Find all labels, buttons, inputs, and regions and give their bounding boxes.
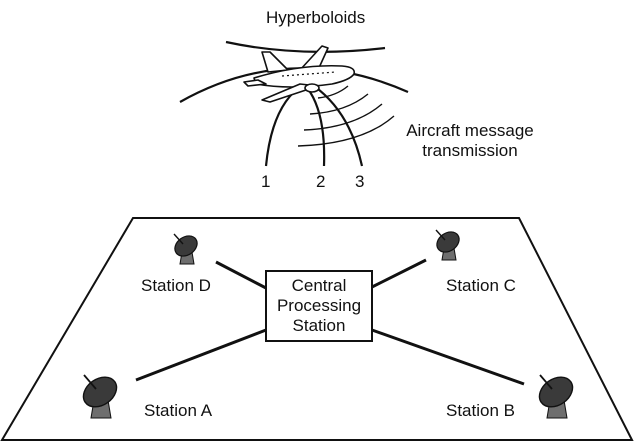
satellite-dish-d-icon <box>173 233 198 265</box>
hyperboloid-arc-outer <box>225 40 386 53</box>
satellite-dish-c-icon <box>435 229 460 261</box>
station-links <box>135 258 525 386</box>
diagram-title: Hyperboloids <box>266 8 366 27</box>
link-station-a <box>135 328 267 382</box>
aircraft-icon <box>243 45 356 103</box>
transmission-label-line-1: Aircraft message <box>406 121 534 140</box>
station-c-label: Station C <box>446 276 516 295</box>
central-processing-line-3: Station <box>292 316 346 335</box>
hyperboloid-number-2: 2 <box>316 172 326 191</box>
station-d-label: Station D <box>141 276 211 295</box>
link-station-c <box>371 258 427 289</box>
satellite-dish-a-icon <box>82 374 118 419</box>
ground-plane <box>0 217 634 441</box>
transmission-waves <box>297 85 395 147</box>
central-processing-box <box>265 270 373 342</box>
satellite-dish-b-icon <box>538 374 574 419</box>
hyperboloid-number-3: 3 <box>355 172 365 191</box>
transmission-label: Aircraft message transmission <box>390 121 550 161</box>
link-station-d <box>215 260 267 290</box>
transmission-label-line-2: transmission <box>422 141 518 160</box>
hyperboloid-3 <box>313 85 364 167</box>
link-station-b <box>371 328 525 386</box>
central-processing-line-2: Processing <box>276 296 362 315</box>
hyperboloid-arcs <box>179 40 409 167</box>
hyperboloid-2 <box>303 83 326 167</box>
station-b-label: Station B <box>446 401 515 420</box>
central-processing-line-1: Central <box>291 276 347 295</box>
station-a-label: Station A <box>144 401 213 420</box>
central-processing-label: Central Processing Station <box>266 276 372 336</box>
hyperboloid-number-1: 1 <box>261 172 271 191</box>
